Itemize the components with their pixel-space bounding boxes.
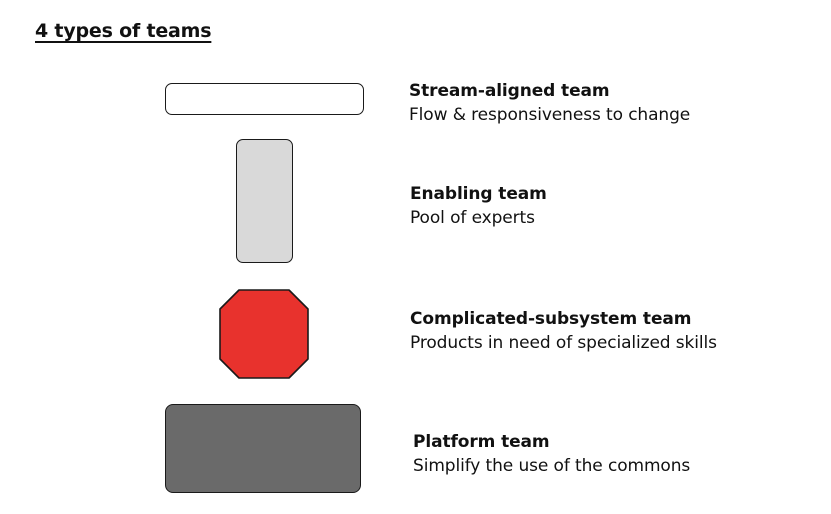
- team-description: Pool of experts: [410, 208, 535, 228]
- stream-aligned-label: Stream-aligned team Flow & responsivenes…: [409, 80, 690, 128]
- enabling-label: Enabling team Pool of experts: [410, 183, 547, 231]
- team-description: Products in need of specialized skills: [410, 333, 717, 353]
- platform-label: Platform team Simplify the use of the co…: [413, 431, 690, 479]
- team-description: Simplify the use of the commons: [413, 456, 691, 476]
- team-description: Flow & responsiveness to change: [409, 105, 691, 125]
- team-name: Enabling team: [410, 184, 547, 204]
- platform-shape: [165, 404, 361, 493]
- page-title: 4 types of teams: [35, 20, 212, 42]
- team-name: Complicated-subsystem team: [410, 309, 692, 329]
- team-name: Platform team: [413, 432, 550, 452]
- complicated-subsystem-label: Complicated-subsystem team Products in n…: [410, 308, 717, 356]
- stream-aligned-shape: [165, 83, 364, 115]
- team-name: Stream-aligned team: [409, 81, 610, 101]
- complicated-subsystem-shape: [219, 289, 309, 379]
- enabling-shape: [236, 139, 293, 263]
- octagon: [219, 289, 309, 379]
